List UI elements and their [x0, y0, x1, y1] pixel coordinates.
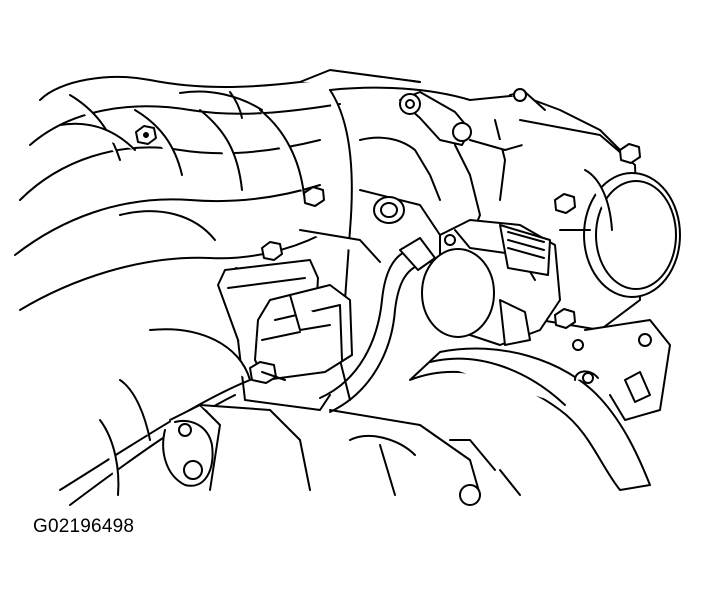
throttle-bolt-2	[554, 193, 576, 214]
mounting-bracket-right	[572, 319, 671, 421]
lower-engine-block	[99, 328, 521, 506]
wiring-harness	[59, 247, 431, 506]
electrical-connector	[254, 284, 353, 381]
throttle-bolt-3	[554, 308, 576, 329]
coolant-hose	[409, 347, 651, 491]
harness-plug	[399, 237, 436, 271]
intake-manifold	[14, 69, 421, 311]
manifold-bolt-2	[303, 186, 325, 207]
throttle-bolt-1	[619, 143, 641, 164]
throttle-position-sensor	[421, 219, 561, 346]
manifold-bolt-1	[135, 125, 157, 145]
connector-bolt	[249, 361, 286, 384]
figure-id-label: G02196498	[33, 516, 135, 537]
manifold-bolt-3	[261, 241, 283, 261]
